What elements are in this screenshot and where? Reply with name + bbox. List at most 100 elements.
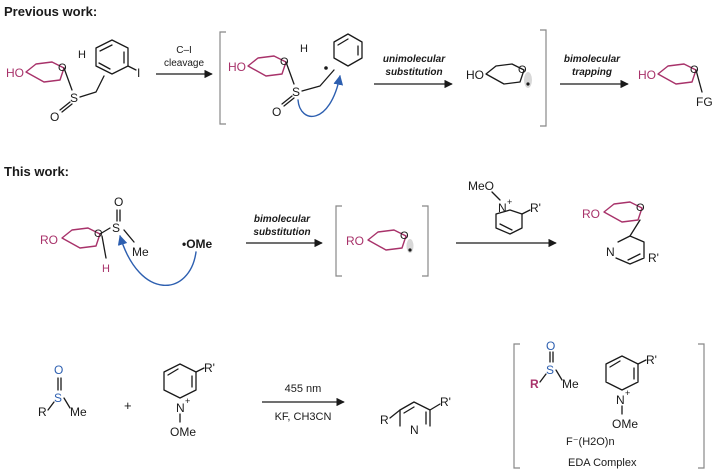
p-orbital (406, 239, 414, 253)
arrow3-label-bottom: trapping (572, 67, 612, 78)
curly-arrow (117, 235, 197, 286)
sulfoxide-reagent: R S O Me (38, 363, 87, 419)
c-fg-bond (695, 69, 703, 93)
arrow1-label-top: C–I (176, 45, 192, 56)
r-prime-bond (521, 209, 531, 215)
methoxy-label: MeO (468, 179, 494, 193)
arrow3-label-top: bimolecular (564, 54, 621, 65)
sugar-ring (485, 63, 525, 85)
pyridine-n-label: N (606, 245, 615, 259)
s-me-bond (123, 229, 135, 243)
ring-oxygen-label: O (400, 230, 409, 242)
n-methoxypyridinium-reagent: MeO N + R' (468, 179, 541, 235)
sulfur-label: S (54, 391, 62, 405)
protecting-group-label: RO (582, 207, 600, 221)
methyl-label: Me (70, 405, 87, 419)
product-r-label: R (380, 413, 389, 427)
eda-complex-label: EDA Complex (568, 457, 637, 469)
s-o-bond (59, 101, 73, 113)
r-prime-bond (637, 359, 647, 365)
plus-charge: + (185, 396, 190, 406)
sugar-ring (603, 201, 643, 223)
hydroxyl-label: HO (6, 66, 24, 80)
s-me-bond (555, 369, 563, 381)
r-s-bond (539, 373, 547, 383)
s-o-bond (281, 95, 295, 107)
condition-top: 455 nm (285, 383, 322, 395)
c-s-bond (99, 227, 111, 235)
eda-right-bracket (698, 343, 705, 469)
ring-oxygen-label: O (518, 64, 527, 76)
ring-oxygen-label: O (636, 202, 645, 214)
methyl-label: Me (132, 245, 149, 259)
eda-me-label: Me (562, 377, 579, 391)
left-bracket (219, 31, 226, 125)
benzene-ring (95, 39, 129, 75)
arrow1-label-bottom: cleavage (164, 58, 204, 69)
p-orbital (524, 72, 532, 88)
arrow-label-bottom: substitution (253, 227, 310, 238)
intermediate-aryl-radical: HO O H S O (228, 33, 363, 119)
alkylpyridine-product: R N R' (380, 395, 451, 437)
eda-pyridinium-ring (605, 355, 639, 391)
plus-sign: + (124, 398, 132, 413)
oxygen-label: O (54, 363, 63, 377)
r-group-label: R (38, 405, 47, 419)
pyridine-n-label: N (410, 423, 419, 437)
anomeric-h-label: H (102, 263, 110, 275)
r-prime-label: R' (648, 251, 659, 265)
pyridinium-reagent: R' N + OMe (163, 361, 215, 439)
left-bracket (335, 205, 342, 277)
sulfur-label: S (70, 91, 78, 105)
methoxy-label: OMe (170, 425, 196, 439)
fg-label: FG (696, 95, 713, 109)
eda-n-label: N (616, 393, 625, 407)
sugar-ring (367, 229, 407, 251)
pyridinium-n-label: N (498, 201, 507, 215)
glycosyl-radical: RO O (346, 229, 414, 253)
previous-work-heading: Previous work: (4, 4, 97, 19)
right-bracket (422, 205, 429, 277)
pyridine-ring (615, 235, 645, 265)
s-o-bond (116, 209, 121, 222)
anomeric-h-label: H (300, 43, 308, 55)
radical-dot (526, 82, 530, 86)
c-h-bond (101, 235, 107, 259)
plus-charge: + (507, 197, 512, 207)
sulfoxide-oxygen-label: O (114, 195, 123, 209)
eda-plus-charge: + (625, 388, 630, 398)
condition-bottom: KF, CH3CN (275, 411, 332, 423)
sulfur-label: S (112, 221, 120, 235)
c-s-bond (63, 67, 73, 91)
r-prime-label: R' (440, 395, 451, 409)
fluoride-hydrate-label: F⁻(H2O)n (566, 436, 615, 448)
pyridine-ring (399, 401, 431, 427)
sulfoxide-oxygen-label: O (50, 110, 59, 124)
iodine-label: I (137, 66, 140, 80)
eda-r-prime-label: R' (646, 353, 657, 367)
substrate-methyl-sulfoxide: RO O H S O Me •OMe (40, 195, 213, 286)
methoxy-radical-label: •OMe (182, 237, 213, 251)
eda-s-label: S (546, 363, 554, 377)
right-bracket (540, 29, 547, 127)
ring-oxygen-label: O (58, 62, 67, 74)
protecting-group-label: RO (40, 233, 58, 247)
eda-ome-label: OMe (612, 417, 638, 431)
substrate-aryl-iodide: HO O H S O I (6, 39, 140, 124)
arrow2-label-bottom: substitution (385, 67, 442, 78)
r-prime-label: R' (530, 201, 541, 215)
curly-arrow (297, 75, 344, 117)
arrow2-label-top: unimolecular (383, 54, 446, 65)
ring-oxygen-label: O (280, 56, 289, 68)
hydroxyl-label: HO (638, 68, 656, 82)
r-prime-label: R' (204, 361, 215, 375)
c-s-bond (285, 61, 295, 85)
sulfoxide-oxygen-label: O (272, 105, 281, 119)
protecting-group-label: RO (346, 234, 364, 248)
r-c-bond (389, 409, 401, 419)
ring-oxygen-label: O (94, 228, 103, 240)
c-glycoside-product: RO O N R' (582, 201, 659, 265)
r-prime-bond (429, 403, 441, 411)
c-c-bond (629, 219, 641, 237)
ring-oxygen-label: O (690, 64, 699, 76)
